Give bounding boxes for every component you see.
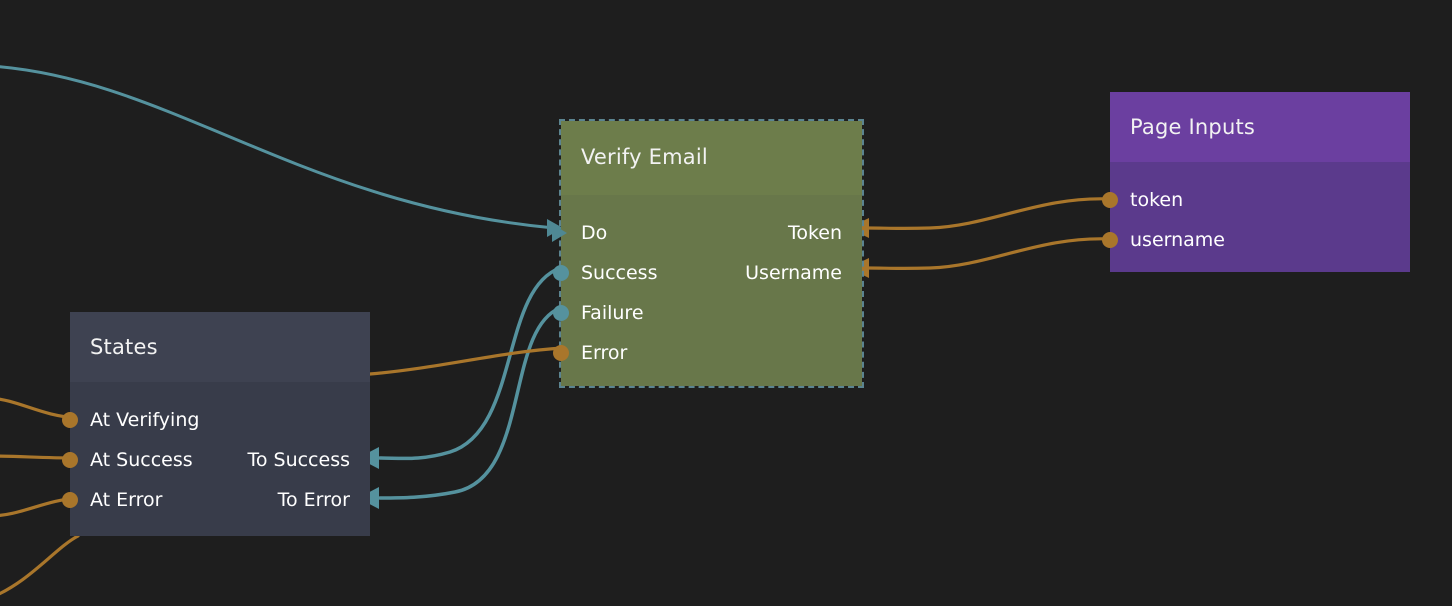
port-row-token[interactable]: token [1102,180,1410,220]
edge-states-to-verify-error [368,346,564,376]
port-label-to-success: To Success [247,448,350,471]
node-verify-email-header[interactable]: Verify Email [561,121,862,195]
port-label-failure: Failure [581,301,644,324]
port-label-token: Token [787,221,842,244]
port-row-at-success[interactable]: At Success To Success [62,440,370,480]
exec-dot-icon-failure[interactable] [553,305,569,321]
port-label-at-verifying: At Verifying [90,408,200,431]
edge-username [866,237,1112,271]
node-verify-email-body: Do Token Success Username Failure Error [552,195,862,386]
port-label-to-error: To Error [277,488,350,511]
node-states-header[interactable]: States [70,312,370,382]
port-label-at-success: At Success [90,448,193,471]
edge-verify-failure-to-states [378,306,562,500]
port-label-do: Do [581,221,608,244]
node-page-inputs-header[interactable]: Page Inputs [1110,92,1410,162]
port-label-username: Username [745,261,842,284]
data-dot-icon-at-error[interactable] [62,492,78,508]
exec-dot-icon-success[interactable] [553,265,569,281]
port-label-error: Error [581,341,628,364]
port-row-do[interactable]: Do Token [552,213,862,253]
port-row-username[interactable]: username [1102,220,1410,260]
node-states-title: States [90,335,158,359]
edge-verify-success-to-states [378,266,562,461]
data-dot-icon-at-success[interactable] [62,452,78,468]
data-dot-icon-error[interactable] [553,345,569,361]
edge-token [866,197,1112,231]
node-verify-email-title: Verify Email [581,145,708,169]
node-states-body: At Verifying At Success To Success At Er… [62,382,370,536]
port-row-success[interactable]: Success Username [553,253,862,293]
port-label-at-error: At Error [90,488,163,511]
exec-arrow-icon[interactable] [552,224,567,242]
data-dot-icon-token[interactable] [1102,192,1118,208]
port-label-success: Success [581,261,658,284]
data-dot-icon-username[interactable] [1102,232,1118,248]
edge-offscreen-to-verify-do [0,65,556,230]
data-dot-icon-at-verifying[interactable] [62,412,78,428]
port-row-at-verifying[interactable]: At Verifying [62,400,370,440]
port-row-at-error[interactable]: At Error To Error [62,480,370,520]
port-row-error[interactable]: Error [553,333,862,373]
node-verify-email[interactable]: Verify Email Do Token Success Username F… [552,119,864,388]
node-page-inputs-body: token username [1102,162,1410,272]
node-page-inputs-title: Page Inputs [1130,115,1256,139]
node-states[interactable]: States At Verifying At Success To Succes… [62,312,370,536]
port-row-failure[interactable]: Failure [553,293,862,333]
node-page-inputs[interactable]: Page Inputs token username [1102,92,1410,272]
port-label-username-out: username [1130,228,1225,251]
edge-states-bottom-offscreen [0,534,80,596]
port-label-token-out: token [1130,188,1184,211]
